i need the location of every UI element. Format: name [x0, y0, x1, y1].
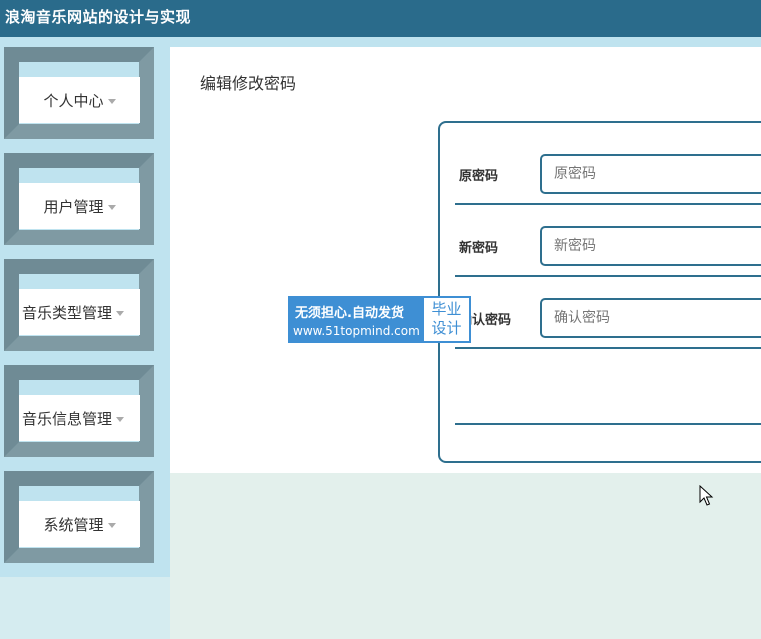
- form-divider: [455, 423, 761, 425]
- watermark-badge-line: 毕业: [431, 300, 462, 318]
- sidebar-item-label: 个人中心: [43, 91, 104, 110]
- sidebar-item-personal-center[interactable]: 个人中心: [0, 47, 170, 139]
- mouse-cursor-icon: [699, 485, 714, 506]
- page-title: 编辑修改密码: [200, 74, 297, 93]
- sidebar-item-label: 音乐类型管理: [22, 303, 113, 322]
- caret-down-icon: [107, 522, 116, 528]
- caret-down-icon: [116, 416, 125, 422]
- sidebar-item-music-info-management[interactable]: 音乐信息管理: [0, 365, 170, 457]
- watermark-badge-line: 设计: [431, 319, 462, 337]
- header-strip: [0, 37, 761, 47]
- sidebar-item-label: 系统管理: [43, 515, 104, 534]
- old-password-input[interactable]: [540, 154, 761, 194]
- form-divider: [455, 203, 761, 205]
- sidebar-item-music-type-management[interactable]: 音乐类型管理: [0, 259, 170, 351]
- confirm-password-input[interactable]: [540, 298, 761, 338]
- watermark-url: www.51topmind.com: [293, 324, 420, 338]
- watermark-text: 无须担心.自动发货: [295, 306, 404, 321]
- form-divider: [455, 347, 761, 349]
- confirm-password-label: 确认密码: [459, 313, 512, 328]
- watermark-badge: 毕业 设计: [424, 298, 469, 341]
- sidebar-item-label: 音乐信息管理: [22, 409, 113, 428]
- sidebar: 个人中心 用户管理 音乐类型管理 音乐信息管理: [0, 47, 170, 639]
- sidebar-item-user-management[interactable]: 用户管理: [0, 153, 170, 245]
- old-password-label: 原密码: [459, 169, 499, 184]
- form-divider: [455, 275, 761, 277]
- sidebar-menu: 个人中心 用户管理 音乐类型管理 音乐信息管理: [0, 47, 170, 577]
- new-password-label: 新密码: [459, 241, 499, 256]
- watermark-banner: 无须担心.自动发货 www.51topmind.com 毕业 设计: [288, 296, 471, 343]
- new-password-input[interactable]: [540, 226, 761, 266]
- caret-down-icon: [116, 310, 125, 316]
- sidebar-item-label: 用户管理: [43, 197, 104, 216]
- app-title: 浪淘音乐网站的设计与实现: [5, 8, 192, 26]
- header-bar: 浪淘音乐网站的设计与实现: [0, 0, 761, 37]
- caret-down-icon: [107, 204, 116, 210]
- sidebar-item-system-management[interactable]: 系统管理: [0, 471, 170, 563]
- caret-down-icon: [107, 98, 116, 104]
